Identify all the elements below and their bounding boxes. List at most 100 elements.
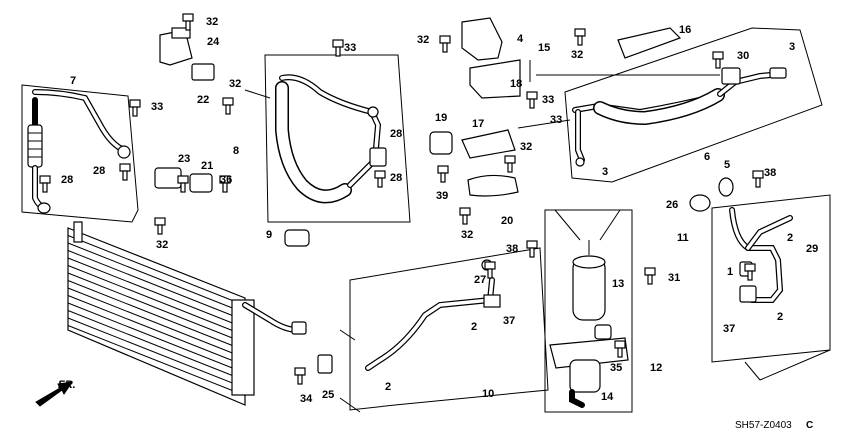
condenser-fin	[67, 250, 246, 321]
condenser-fin	[67, 287, 246, 359]
part-label-31: 31	[668, 272, 680, 284]
part-label-38: 38	[764, 167, 776, 179]
part-label-8: 8	[233, 145, 239, 157]
bolt-icon	[154, 217, 166, 235]
part-label-28: 28	[93, 165, 105, 177]
part-label-1: 1	[727, 266, 733, 278]
bolt-icon	[294, 367, 306, 385]
part-label-19: 19	[435, 112, 447, 124]
part-label-32: 32	[206, 16, 218, 28]
part-label-15: 15	[538, 42, 550, 54]
part-label-28: 28	[390, 128, 402, 140]
condenser-fin	[67, 280, 246, 351]
part-label-33: 33	[151, 101, 163, 113]
part-label-2: 2	[787, 232, 793, 244]
part-10-pipe	[365, 259, 501, 371]
diagram-suffix: C	[806, 420, 813, 431]
condenser	[67, 221, 307, 406]
bolt-icon	[504, 155, 516, 173]
bolt-icon	[332, 39, 344, 57]
condenser-fin	[67, 317, 246, 389]
part-label-14: 14	[601, 391, 614, 403]
bolt-icon	[182, 13, 194, 31]
part-label-3: 3	[789, 41, 795, 53]
part-label-2: 2	[385, 381, 391, 393]
condenser-fin	[67, 302, 246, 374]
bolt-icon	[752, 170, 764, 188]
condenser-fin	[67, 295, 246, 366]
part-label-33: 33	[550, 114, 562, 126]
part-8-suction-hose	[275, 74, 387, 204]
part-label-10: 10	[482, 388, 494, 400]
condenser-fin	[67, 257, 246, 329]
part-label-39: 39	[436, 190, 448, 202]
bolt-icon	[712, 51, 724, 69]
part-label-20: 20	[501, 215, 513, 227]
part-label-17: 17	[472, 118, 484, 130]
bolt-icon	[484, 261, 496, 279]
bolt-icon	[437, 165, 449, 183]
bolt-icon	[644, 267, 656, 285]
part-label-30: 30	[737, 50, 749, 62]
part-label-13: 13	[612, 278, 624, 290]
part-label-4: 4	[517, 33, 524, 45]
part-label-29: 29	[806, 243, 818, 255]
part-label-26: 26	[666, 199, 678, 211]
part-label-32: 32	[229, 78, 241, 90]
part-label-32: 32	[571, 49, 583, 61]
part-label-33: 33	[344, 42, 356, 54]
bolt-icon	[119, 163, 131, 181]
bolt-icon	[526, 91, 538, 109]
part-label-24: 24	[207, 36, 220, 48]
part-label-2: 2	[471, 321, 477, 333]
condenser-fin	[67, 265, 246, 336]
part-11-pipe	[729, 207, 793, 303]
receiver-drier	[549, 240, 629, 408]
part-label-28: 28	[61, 174, 73, 186]
bolt-icon	[439, 35, 451, 53]
bolt-icon	[574, 28, 586, 46]
group-frames	[21, 27, 831, 413]
part-label-12: 12	[650, 362, 662, 374]
part-label-28: 28	[390, 172, 402, 184]
bolts	[39, 13, 764, 385]
part-label-36: 36	[220, 174, 232, 186]
part-label-5: 5	[724, 159, 730, 171]
part-label-38: 38	[506, 243, 518, 255]
part-label-21: 21	[201, 160, 213, 172]
part-label-32: 32	[417, 34, 429, 46]
part-label-27: 27	[474, 274, 486, 286]
part-label-18: 18	[510, 78, 522, 90]
part-label-33: 33	[542, 94, 554, 106]
bolt-icon	[129, 99, 141, 117]
part-label-6: 6	[704, 151, 710, 163]
part-label-32: 32	[520, 141, 532, 153]
bolt-icon	[219, 175, 231, 193]
part-label-37: 37	[503, 315, 515, 327]
part-label-9: 9	[266, 229, 272, 241]
bolt-icon	[374, 170, 386, 188]
part-label-32: 32	[461, 229, 473, 241]
part-label-16: 16	[679, 24, 691, 36]
part-label-37: 37	[723, 323, 735, 335]
part-label-3: 3	[602, 166, 608, 178]
bolt-icon	[39, 175, 51, 193]
brackets	[154, 17, 734, 374]
bolt-icon	[526, 240, 538, 258]
front-arrow-icon: FR.	[35, 379, 76, 407]
part-6-suction-pipe	[572, 67, 787, 167]
condenser-fin	[67, 310, 246, 381]
part-label-34: 34	[300, 393, 313, 405]
bolt-icon	[744, 263, 756, 281]
bolt-icon	[459, 207, 471, 225]
part-7-discharge-hose	[27, 89, 131, 214]
part-label-23: 23	[178, 153, 190, 165]
part-label-11: 11	[677, 232, 689, 244]
part-label-22: 22	[197, 94, 209, 106]
part-label-32: 32	[156, 239, 168, 251]
part-label-7: 7	[70, 75, 76, 87]
condenser-fin	[67, 325, 246, 396]
condenser-fin	[67, 272, 246, 344]
part-number-labels: 1222233456789101112131415161718192021222…	[61, 16, 818, 405]
